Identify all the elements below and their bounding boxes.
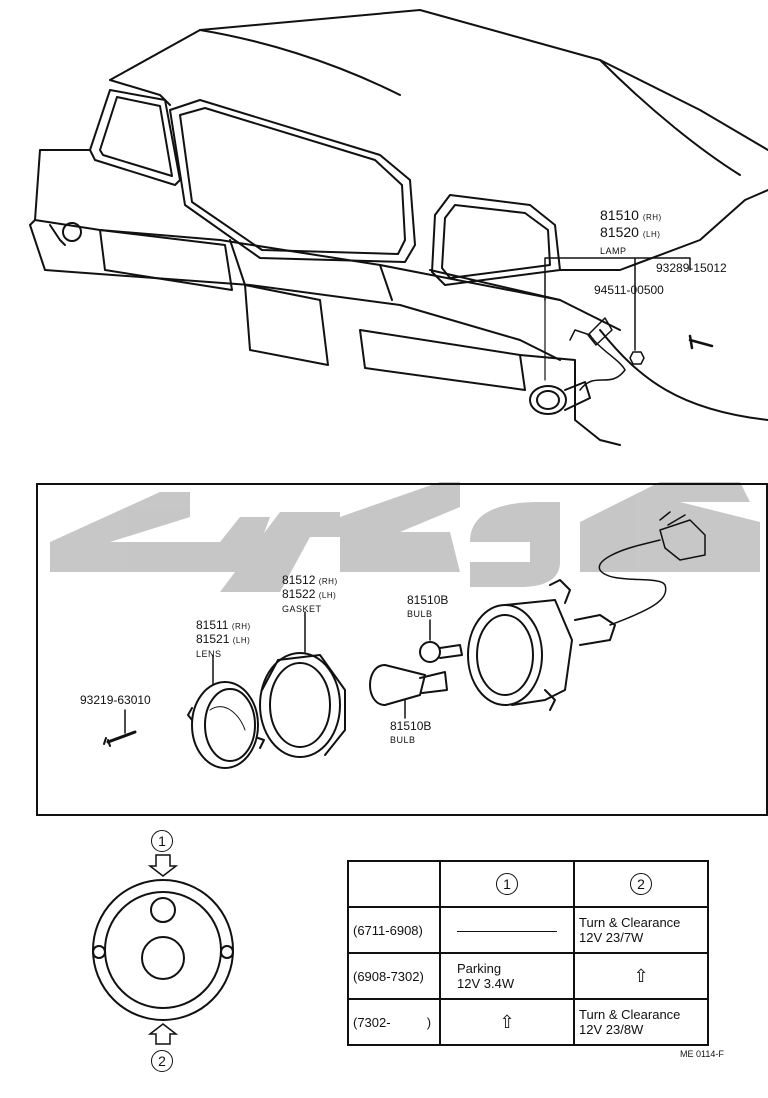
arrow-down-icon — [147, 854, 179, 877]
wiring-harness — [598, 539, 667, 626]
bumper-slot-right — [359, 329, 526, 391]
fog-light — [62, 222, 82, 242]
exploded-view-frame — [36, 483, 768, 816]
lamp-housing — [467, 579, 616, 711]
large-bulb — [369, 664, 448, 719]
small-bulb — [419, 619, 463, 663]
nut-part-number: 94511-00500 — [594, 283, 664, 297]
front-view-marker-2: 2 — [151, 1050, 173, 1072]
lamp-on-car — [529, 385, 567, 415]
lens-part — [187, 654, 265, 769]
footer-code: ME 0114-F — [680, 1049, 724, 1059]
gasket-part — [259, 611, 346, 758]
small-bulb-label: 81510B BULB — [407, 593, 449, 620]
screw-part-number: 93289-15012 — [656, 261, 727, 275]
license-plate-area — [244, 284, 329, 366]
gasket-label: 81512 (RH) 81522 (LH) GASKET — [282, 573, 338, 615]
front-view-marker-1: 1 — [151, 830, 173, 852]
screw-detail-label: 93219-63010 — [80, 693, 151, 707]
right-headlamp — [431, 194, 561, 286]
nut — [629, 351, 645, 365]
hood-outline — [109, 9, 768, 151]
arrow-up-icon — [147, 1023, 179, 1045]
bumper-slot-left — [99, 229, 233, 291]
left-headlamp — [89, 89, 181, 186]
connector — [659, 519, 706, 561]
grille — [169, 99, 416, 263]
screw-detail — [106, 730, 137, 744]
lens-label: 81511 (RH) 81521 (LH) LENS — [196, 618, 251, 660]
screw-top — [688, 334, 714, 350]
large-bulb-label: 81510B BULB — [390, 719, 432, 746]
lamp-part-number: 81510 (RH) 81520 (LH) LAMP — [600, 207, 662, 256]
